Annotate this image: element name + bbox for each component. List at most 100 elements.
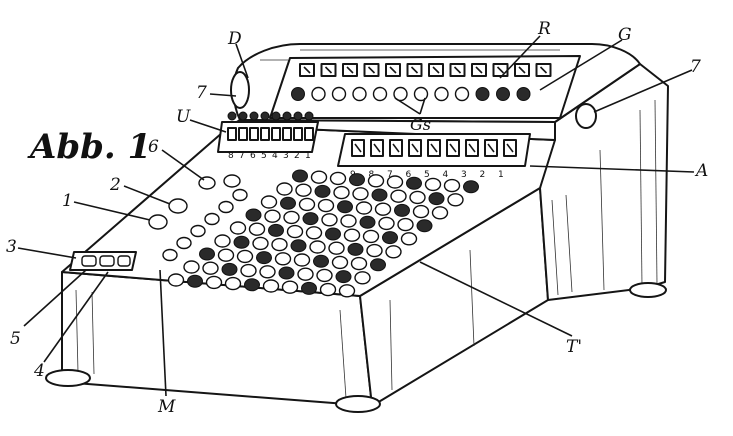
setting-window-mark <box>354 143 362 153</box>
label-U: U <box>176 107 191 127</box>
control-key-middle <box>99 255 115 267</box>
small-counter-knob <box>260 111 270 121</box>
keyboard-key <box>245 208 262 222</box>
result-window-mark <box>432 66 440 74</box>
keyboard-key <box>176 236 192 250</box>
label-5: 5 <box>10 329 21 349</box>
keyboard-key <box>325 227 341 241</box>
keyboard-key <box>385 245 402 259</box>
result-window-mark <box>389 66 397 74</box>
setting-window-mark <box>506 143 514 153</box>
column-digit: 8 <box>369 170 375 180</box>
small-counter-knob <box>238 111 248 121</box>
result-dot <box>434 86 449 102</box>
label-7-right: 7 <box>690 57 701 77</box>
keyboard-key <box>314 184 331 198</box>
label-M: M <box>157 397 176 417</box>
left-knob-7 <box>230 71 250 109</box>
keyboard-key <box>187 274 203 288</box>
keyboard-key <box>382 231 398 245</box>
figure-title: Abb. 1 <box>27 127 151 167</box>
keyboard-key <box>268 223 284 237</box>
keyboard-key <box>352 187 369 201</box>
setting-window-mark <box>373 143 381 153</box>
keyboard-key <box>162 248 178 262</box>
setting-window-mark <box>411 143 419 153</box>
small-counter-digit: 5 <box>261 151 267 161</box>
small-counter-digit: 2 <box>294 151 300 161</box>
column-digit: 2 <box>480 170 486 180</box>
foot-front-right <box>335 395 381 413</box>
keyboard-key <box>335 270 352 284</box>
keyboard-key <box>167 273 185 287</box>
keyboard-key <box>349 173 365 187</box>
function-key-2 <box>168 198 188 214</box>
result-window-mark <box>324 66 333 74</box>
keyboard-key <box>317 198 335 213</box>
small-counter-digit: 6 <box>250 151 256 161</box>
keyboard-key <box>232 188 248 202</box>
keyboard-key <box>221 262 238 276</box>
keyboard-key <box>354 271 371 285</box>
keyboard-key <box>233 235 250 249</box>
keyboard-key-grid <box>162 169 479 298</box>
keyboard-key <box>276 182 293 196</box>
keyboard-key <box>333 185 350 200</box>
keyboard-key <box>374 202 392 216</box>
small-counter-digit: 1 <box>305 151 311 161</box>
label-G: G <box>618 25 632 45</box>
small-counter-knob <box>271 111 281 121</box>
result-window-mark <box>518 66 526 74</box>
setting-window-mark <box>487 143 495 153</box>
keyboard-key <box>350 256 368 271</box>
small-counter-window <box>227 127 237 141</box>
keyboard-key <box>301 281 317 295</box>
right-knob-7 <box>575 103 597 129</box>
foot-front-left <box>45 369 91 387</box>
keyboard-key <box>281 280 299 294</box>
setting-window-mark <box>449 143 457 153</box>
result-dot <box>331 86 347 102</box>
label-3: 3 <box>6 237 17 257</box>
column-digit: 3 <box>461 170 467 180</box>
function-key-6b <box>223 174 241 188</box>
label-A: A <box>694 161 708 181</box>
result-window-mark <box>303 66 311 74</box>
column-digit: 5 <box>424 170 430 180</box>
keyboard-key <box>390 189 407 203</box>
keyboard-key <box>337 200 353 214</box>
small-counter-window <box>304 127 314 141</box>
keyboard-key <box>397 217 414 232</box>
small-counter-digit: 4 <box>272 151 278 161</box>
keyboard-key <box>400 232 418 246</box>
column-digit: 4 <box>443 170 449 180</box>
keyboard-key <box>280 196 296 210</box>
keyboard-key <box>366 243 383 258</box>
keyboard-key <box>321 213 338 227</box>
small-counter-knob <box>282 111 292 121</box>
keyboard-key <box>338 284 356 298</box>
side-shading <box>75 49 658 399</box>
keyboard-key <box>371 188 388 202</box>
keyboard-key <box>443 178 461 193</box>
keyboard-key <box>218 200 234 214</box>
column-digit: 7 <box>387 170 393 180</box>
result-dot <box>393 86 408 102</box>
small-counter-knob <box>293 111 303 121</box>
keyboard-key <box>310 170 328 184</box>
keyboard-key <box>278 266 295 280</box>
keyboard-key <box>302 212 319 226</box>
keyboard-key <box>331 255 349 270</box>
keyboard-key <box>424 177 442 192</box>
small-counter-digit: 3 <box>283 151 289 161</box>
keyboard-key <box>412 204 430 219</box>
result-dot <box>454 86 470 102</box>
result-dot <box>372 86 388 102</box>
keyboard-key <box>416 219 433 233</box>
keyboard-key <box>359 215 376 229</box>
column-digit: 6 <box>406 170 412 180</box>
keyboard-key <box>214 234 231 248</box>
keyboard-key <box>367 174 385 188</box>
keyboard-key <box>329 171 347 186</box>
keyboard-key <box>362 229 380 244</box>
